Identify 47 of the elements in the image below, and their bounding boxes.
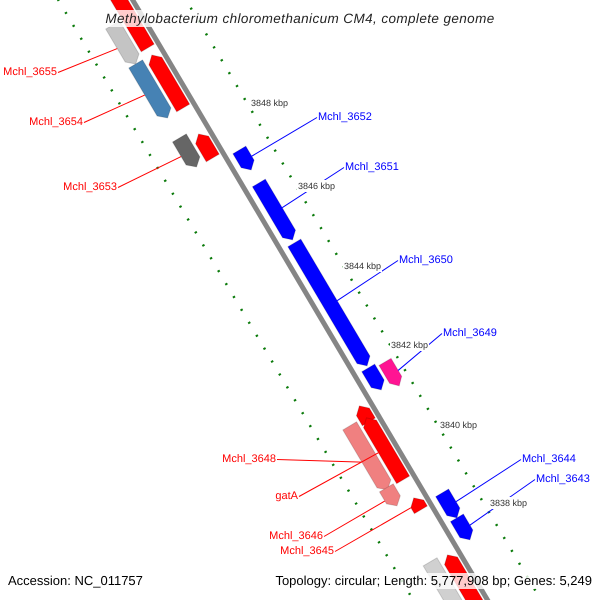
leader-line	[398, 333, 442, 371]
gene-block	[435, 488, 460, 518]
leader-line	[118, 156, 182, 188]
leader-line	[298, 452, 379, 497]
leader-line	[58, 48, 118, 73]
gene-block	[172, 133, 200, 168]
gene-label: Mchl_3643	[536, 473, 590, 486]
title: Methylobacterium chloromethanicum CM4, complete genome	[103, 10, 497, 27]
leader-line	[336, 260, 398, 302]
genome-summary-text: Topology: circular; Length: 5,777,908 bp; Genes: 5,249	[275, 573, 592, 589]
gene-block	[252, 178, 296, 241]
gene-block	[410, 497, 428, 514]
leader-line	[334, 507, 412, 552]
gene-label: gatA	[275, 490, 298, 503]
tick-label: 3838 kbp	[489, 497, 528, 509]
leader-line	[84, 94, 146, 123]
tick-label: 3840 kbp	[439, 419, 478, 431]
gene-block	[128, 59, 172, 119]
gene-label: Mchl_3651	[345, 161, 399, 174]
gene-block	[148, 54, 190, 112]
gene-label: Mchl_3650	[399, 254, 453, 267]
tick-label: 3848 kbp	[250, 97, 290, 109]
gene-block	[378, 358, 402, 386]
tick-label: 3846 kbp	[297, 180, 336, 192]
gene-label: Mchl_3652	[318, 111, 372, 124]
gene-label: Mchl_3654	[29, 116, 83, 129]
gene-block	[342, 421, 392, 490]
gene-label: Mchl_3649	[443, 327, 497, 340]
leader-line	[251, 117, 318, 157]
gene-label: Mchl_3655	[3, 66, 57, 79]
gene-label: Mchl_3646	[269, 530, 323, 543]
tick-label: 3842 kbp	[390, 339, 430, 351]
tick-label: 3844 kbp	[343, 260, 382, 272]
accession-text: Accession: NC_011757	[8, 573, 143, 589]
leader-line	[455, 459, 522, 502]
gene-label: Mchl_3645	[280, 545, 334, 558]
gene-block	[378, 483, 401, 506]
gene-label: Mchl_3653	[63, 181, 117, 194]
gene-block	[363, 417, 410, 484]
gene-block	[195, 133, 220, 162]
gene-block	[232, 145, 255, 171]
gene-block	[361, 363, 385, 390]
gene-label: Mchl_3644	[522, 453, 576, 466]
gene-block	[450, 513, 474, 540]
leader-line	[276, 459, 362, 463]
leader-line	[324, 500, 386, 537]
gene-label: Mchl_3648	[222, 453, 276, 466]
